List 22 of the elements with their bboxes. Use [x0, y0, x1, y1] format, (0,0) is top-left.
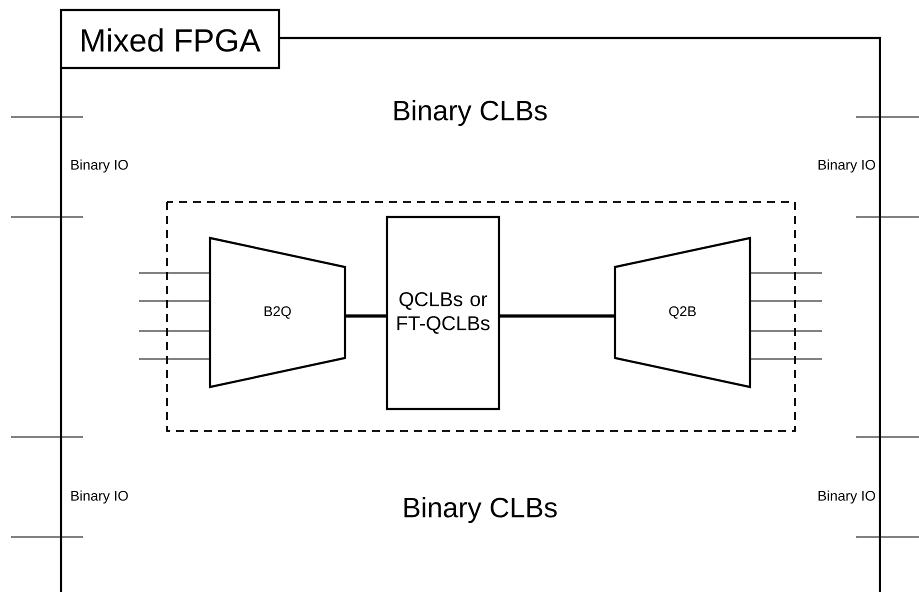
connector-line	[750, 358, 822, 360]
frame-heading: Mixed FPGA	[82, 28, 261, 52]
region-label: Binary CLBs	[404, 496, 557, 524]
connector-line	[750, 272, 822, 274]
io-label: Binary IO	[818, 159, 876, 173]
connector-line	[138, 272, 210, 274]
converter-trapezoid: B2Q	[208, 236, 346, 388]
io-label: Binary IO	[818, 490, 876, 504]
connector-line	[499, 314, 615, 318]
process-box: QCLBs or FT-QCLBs	[386, 216, 500, 410]
io-label: Binary IO	[71, 159, 128, 173]
converter-trapezoid: Q2B	[614, 236, 752, 388]
connector-line	[138, 330, 210, 332]
dashed-box	[166, 201, 796, 432]
connector-line	[750, 300, 822, 302]
io-label: Binary IO	[71, 490, 128, 504]
connector-line	[138, 358, 210, 360]
connector-line	[750, 330, 822, 332]
connector-line	[345, 314, 387, 318]
region-label: Binary CLBs	[394, 100, 547, 126]
chip-frame	[60, 8, 882, 592]
connector-line	[138, 300, 210, 302]
